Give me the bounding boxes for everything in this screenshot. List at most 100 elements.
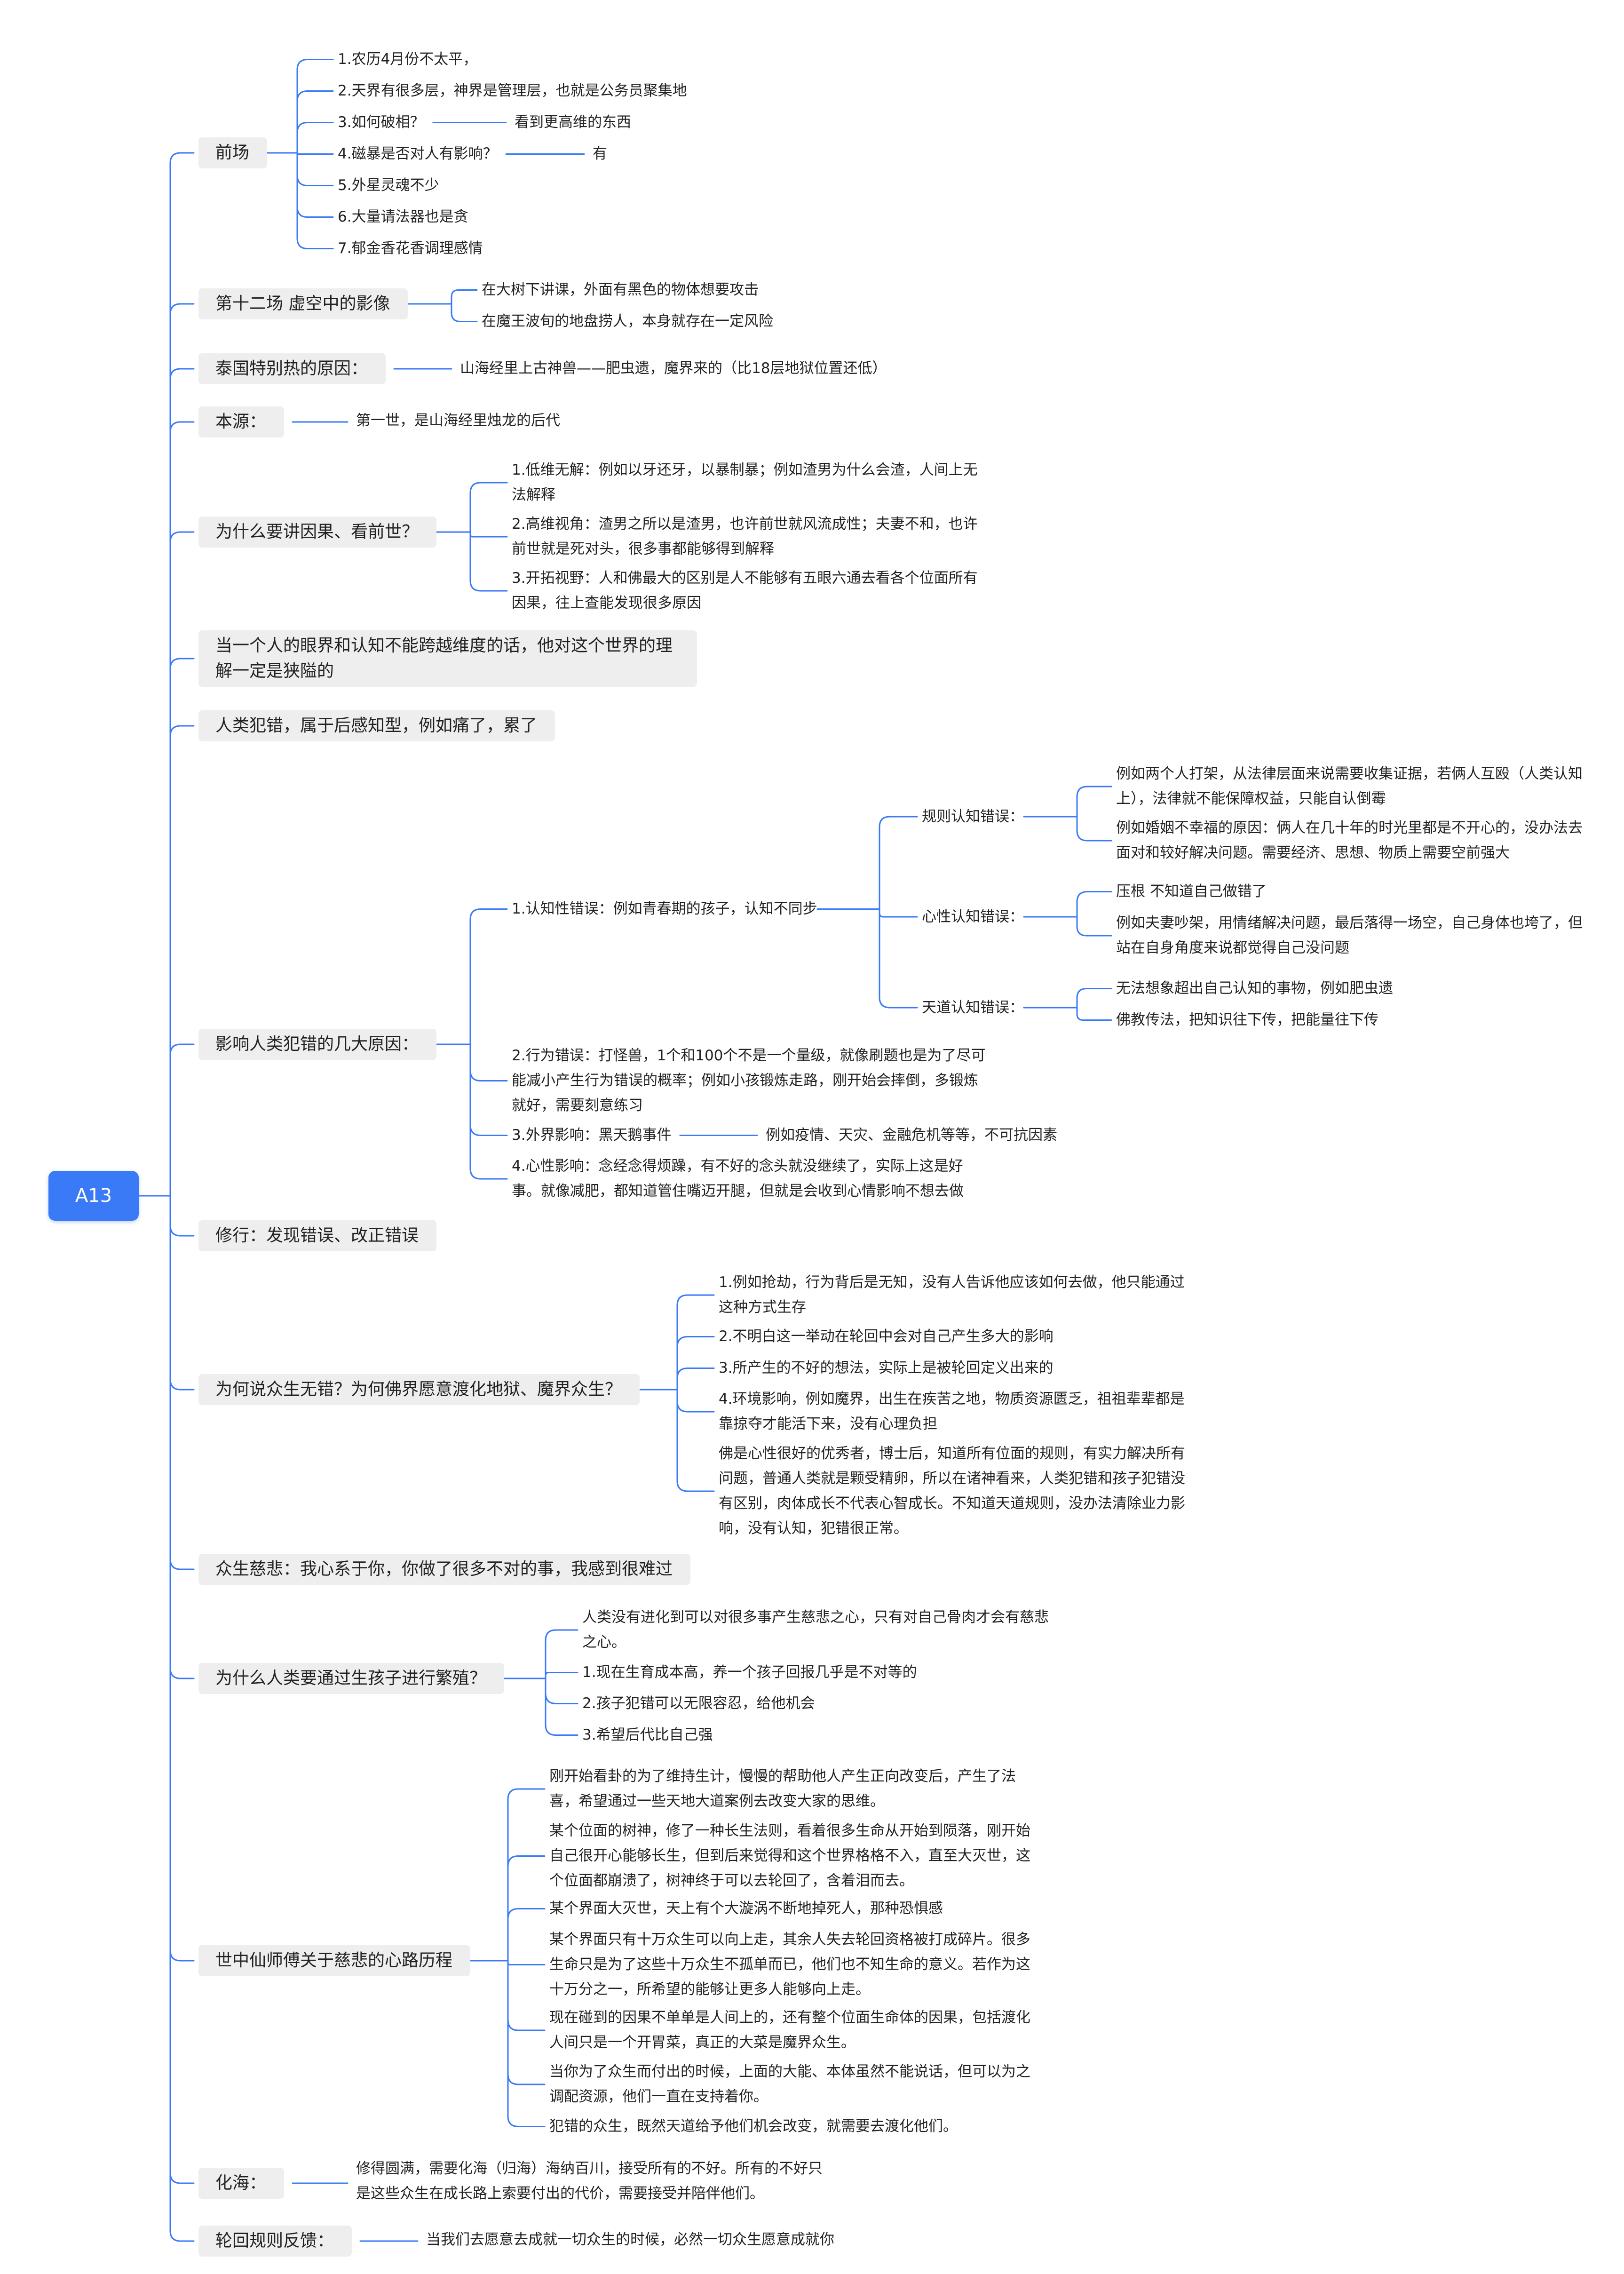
topic-practice[interactable]: 修行：发现错误、改正错误 [198, 1220, 437, 1251]
connector-branch [469, 531, 508, 538]
connector-branch [169, 1195, 195, 1391]
connector-branch [469, 531, 508, 592]
journey-item-3[interactable]: 某个界面大灭世，天上有个大漩涡不断地掉死人，那种恐惧感 [549, 1900, 943, 1917]
error-cause-behavior[interactable]: 2.行为错误：打怪兽，1个和100个不是一个量级，就像刷题也是为了尽可能减小产生… [512, 1047, 986, 1114]
connector-branch [676, 1389, 715, 1413]
connector-branch [469, 1043, 508, 1180]
connector-branch [169, 421, 195, 1197]
topic-qianchang[interactable]: 前场 [198, 137, 268, 168]
rule-error-example-2[interactable]: 例如婚姻不幸福的原因：俩人在几十年的时光里都是不开心的，没办法去面对和较好解决问… [1116, 819, 1583, 861]
ocean-item-1[interactable]: 修得圆满，需要化海（归海）海纳百川，接受所有的不好。所有的不好只是这些众生在成长… [356, 2160, 823, 2202]
topic-thailand-heat[interactable]: 泰国特别热的原因： [198, 353, 386, 384]
connector-branch [1076, 786, 1112, 818]
connector-branch [1076, 816, 1112, 842]
connector-branch [1076, 891, 1112, 918]
cognitive-rule-error[interactable]: 规则认知错误： [922, 808, 1024, 825]
reincarnation-feedback-item-1[interactable]: 当我们去愿意去成就一切众生的时候，必然一切众生愿意成就你 [426, 2231, 834, 2248]
connector-branch [451, 303, 478, 322]
connector-branch [296, 152, 334, 249]
connector-branch [169, 1195, 195, 2242]
journey-item-6[interactable]: 当你为了众生而付出的时候，上面的大能、本体虽然不能说话，但可以为之调配资源，他们… [549, 2063, 1030, 2105]
qianchang-item-4-answer[interactable]: 有 [593, 145, 607, 162]
journey-item-7[interactable]: 犯错的众生，既然天道给予他们机会改变，就需要去渡化他们。 [549, 2118, 958, 2135]
why-children-item-2[interactable]: 1.现在生育成本高，养一个孩子回报几乎是不对等的 [582, 1664, 917, 1681]
topic-origin[interactable]: 本源： [198, 406, 285, 437]
connector-branch [296, 59, 334, 154]
why-karma-item-1[interactable]: 1.低维无解：例如以牙还牙，以暴制暴；例如渣男为什么会渣，人间上无法解释 [512, 461, 978, 503]
connector-branch [169, 1195, 195, 1962]
topic-ocean[interactable]: 化海： [198, 2168, 285, 2199]
external-example[interactable]: 例如疫情、天灾、金融危机等等，不可抗因素 [766, 1127, 1057, 1144]
connector-branch [507, 1960, 546, 2085]
qianchang-item-2[interactable]: 2.天界有很多层，神界是管理层，也就是公务员聚集地 [338, 82, 687, 99]
why-children-item-4[interactable]: 3.希望后代比自己强 [582, 1726, 713, 1743]
no-fault-item-3[interactable]: 3.所产生的不好的想法，实际上是被轮回定义出来的 [719, 1360, 1054, 1376]
heaven-error-example-2[interactable]: 佛教传法，把知识往下传，把能量往下传 [1116, 1011, 1378, 1028]
no-fault-item-2[interactable]: 2.不明白这一举动在轮回中会对自己产生多大的影响 [719, 1328, 1054, 1345]
why-karma-item-3[interactable]: 3.开拓视野：人和佛最大的区别是人不能够有五眼六通去看各个位面所有因果，往上查能… [512, 570, 978, 612]
no-fault-item-4[interactable]: 4.环境影响，例如魔界，出生在疾苦之地，物质资源匮乏，祖祖辈辈都是靠掠夺才能活下… [719, 1391, 1185, 1432]
connector-branch [507, 1855, 546, 1962]
topic-horizon[interactable]: 当一个人的眼界和认知不能跨越维度的话，他对这个世界的理解一定是狭隘的 [198, 630, 697, 687]
connector-branch [507, 1908, 546, 1962]
no-fault-item-1[interactable]: 1.例如抢劫，行为背后是无知，没有人告诉他应该如何去做，他只能通过这种方式生存 [719, 1274, 1185, 1316]
error-cause-external[interactable]: 3.外界影响：黑天鹅事件 [512, 1127, 672, 1144]
no-fault-item-5[interactable]: 佛是心性很好的优秀者，博士后，知道所有位面的规则，有实力解决所有问题，普通人类就… [719, 1445, 1185, 1537]
connector-branch [169, 1195, 195, 1237]
topic-why-children[interactable]: 为什么人类要通过生孩子进行繁殖？ [198, 1663, 505, 1694]
mind-error-example-1[interactable]: 压根 不知道自己做错了 [1116, 883, 1267, 900]
cognitive-heaven-error[interactable]: 天道认知错误： [922, 999, 1024, 1016]
connector-branch [676, 1336, 715, 1391]
journey-item-4[interactable]: 某个界面只有十万众生可以向上走，其余人失去轮回资格被打成碎片。很多生命只是为了这… [549, 1931, 1030, 1998]
qianchang-item-6[interactable]: 6.大量请法器也是贪 [338, 208, 468, 225]
why-karma-item-2[interactable]: 2.高维视角：渣男之所以是渣男，也许前世就风流成性；夫妻不和，也许前世就是死对头… [512, 516, 978, 557]
journey-item-1[interactable]: 刚开始看卦的为了维持生计，慢慢的帮助他人产生正向改变后，产生了法喜，希望通过一些… [549, 1768, 1016, 1810]
error-cause-mind[interactable]: 4.心性影响：念经念得烦躁，有不好的念头就没继续了，实际上这是好事。就像减肥，都… [512, 1158, 964, 1200]
connector-branch [169, 1195, 195, 2184]
connector-branch [169, 531, 195, 1197]
connector-branch [296, 122, 334, 154]
cognitive-mind-error[interactable]: 心性认知错误： [922, 908, 1024, 925]
connector-branch [879, 816, 918, 910]
topic-human-error[interactable]: 人类犯错，属于后感知型，例如痛了，累了 [198, 710, 555, 741]
connector-branch [507, 1960, 546, 1965]
topic-error-causes[interactable]: 影响人类犯错的几大原因： [198, 1029, 437, 1060]
rule-error-example-1[interactable]: 例如两个人打架，从法律层面来说需要收集证据，若俩人互殴（人类认知上），法律就不能… [1116, 765, 1583, 807]
qianchang-item-4[interactable]: 4.磁暴是否对人有影响？ [338, 145, 498, 162]
connector-branch [169, 1043, 195, 1197]
connector-branch [507, 1960, 546, 2127]
topic-reincarnation-feedback[interactable]: 轮回规则反馈： [198, 2226, 352, 2257]
qianchang-item-7[interactable]: 7.郁金香花香调理感情 [338, 240, 483, 257]
topic-session-12[interactable]: 第十二场 虚空中的影像 [198, 288, 408, 319]
heaven-error-example-1[interactable]: 无法想象超出自己认知的事物，例如肥虫遗 [1116, 980, 1393, 997]
topic-compassion[interactable]: 众生慈悲：我心系于你，你做了很多不对的事，我感到很难过 [198, 1554, 691, 1585]
qianchang-item-3[interactable]: 3.如何破相？ [338, 114, 425, 131]
journey-item-2[interactable]: 某个位面的树神，修了一种长生法则，看着很多生命从开始到陨落，刚开始自己很开心能够… [549, 1822, 1030, 1889]
why-children-item-3[interactable]: 2.孩子犯错可以无限容忍，给他机会 [582, 1695, 815, 1712]
qianchang-item-1[interactable]: 1.农历4月份不太平， [338, 51, 478, 68]
connector-branch [507, 1788, 546, 1962]
topic-why-karma[interactable]: 为什么要讲因果、看前世？ [198, 517, 437, 548]
connector-branch [169, 368, 195, 1197]
origin-item-1[interactable]: 第一世，是山海经里烛龙的后代 [356, 412, 560, 429]
qianchang-item-5[interactable]: 5.外星灵魂不少 [338, 177, 439, 194]
qianchang-item-3-answer[interactable]: 看到更高维的东西 [515, 114, 631, 131]
mind-error-example-2[interactable]: 例如夫妻吵架，用情绪解决问题，最后落得一场空，自己身体也垮了，但站在自身角度来说… [1116, 914, 1583, 956]
thailand-heat-item-1[interactable]: 山海经里上古神兽——肥虫遗，魔界来的（比18层地狱位置还低） [460, 360, 887, 377]
connector-branch [469, 1043, 508, 1081]
session-12-item-2[interactable]: 在魔王波旬的地盘捞人，本身就存在一定风险 [482, 313, 773, 330]
root-node[interactable]: A13 [48, 1171, 139, 1221]
connector-branch [296, 152, 334, 186]
topic-master-journey[interactable]: 世中仙师傅关于慈悲的心路历程 [198, 1945, 471, 1976]
why-children-item-1[interactable]: 人类没有进化到可以对很多事产生慈悲之心，只有对自己骨肉才会有慈悲之心。 [582, 1609, 1049, 1651]
journey-item-5[interactable]: 现在碰到的因果不单单是人间上的，还有整个位面生命体的因果，包括渡化人间只是一个开… [549, 2009, 1030, 2051]
session-12-item-1[interactable]: 在大树下讲课，外面有黑色的物体想要攻击 [482, 281, 759, 298]
connector-branch [545, 1678, 578, 1704]
topic-beings-no-fault[interactable]: 为何说众生无错？为何佛界愿意渡化地狱、魔界众生？ [198, 1374, 640, 1405]
connector-branch [169, 658, 195, 1197]
connector-branch [545, 1678, 578, 1736]
connector-branch [469, 1043, 508, 1136]
error-cause-cognitive[interactable]: 1.认知性错误：例如青春期的孩子，认知不同步 [512, 900, 817, 917]
